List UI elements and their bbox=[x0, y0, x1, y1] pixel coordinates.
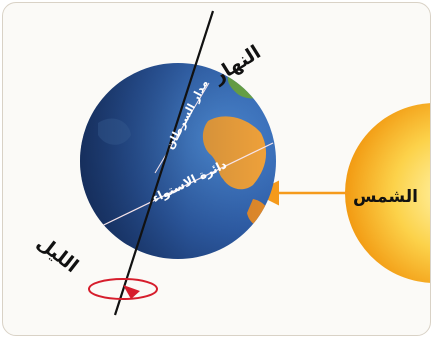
diagram-frame: النهار الليل الشمس دائرة الاستواء مدار ا… bbox=[2, 2, 431, 336]
sun-label: الشمس bbox=[353, 189, 418, 206]
rotation-arrow bbox=[123, 285, 140, 299]
earth bbox=[80, 63, 276, 259]
